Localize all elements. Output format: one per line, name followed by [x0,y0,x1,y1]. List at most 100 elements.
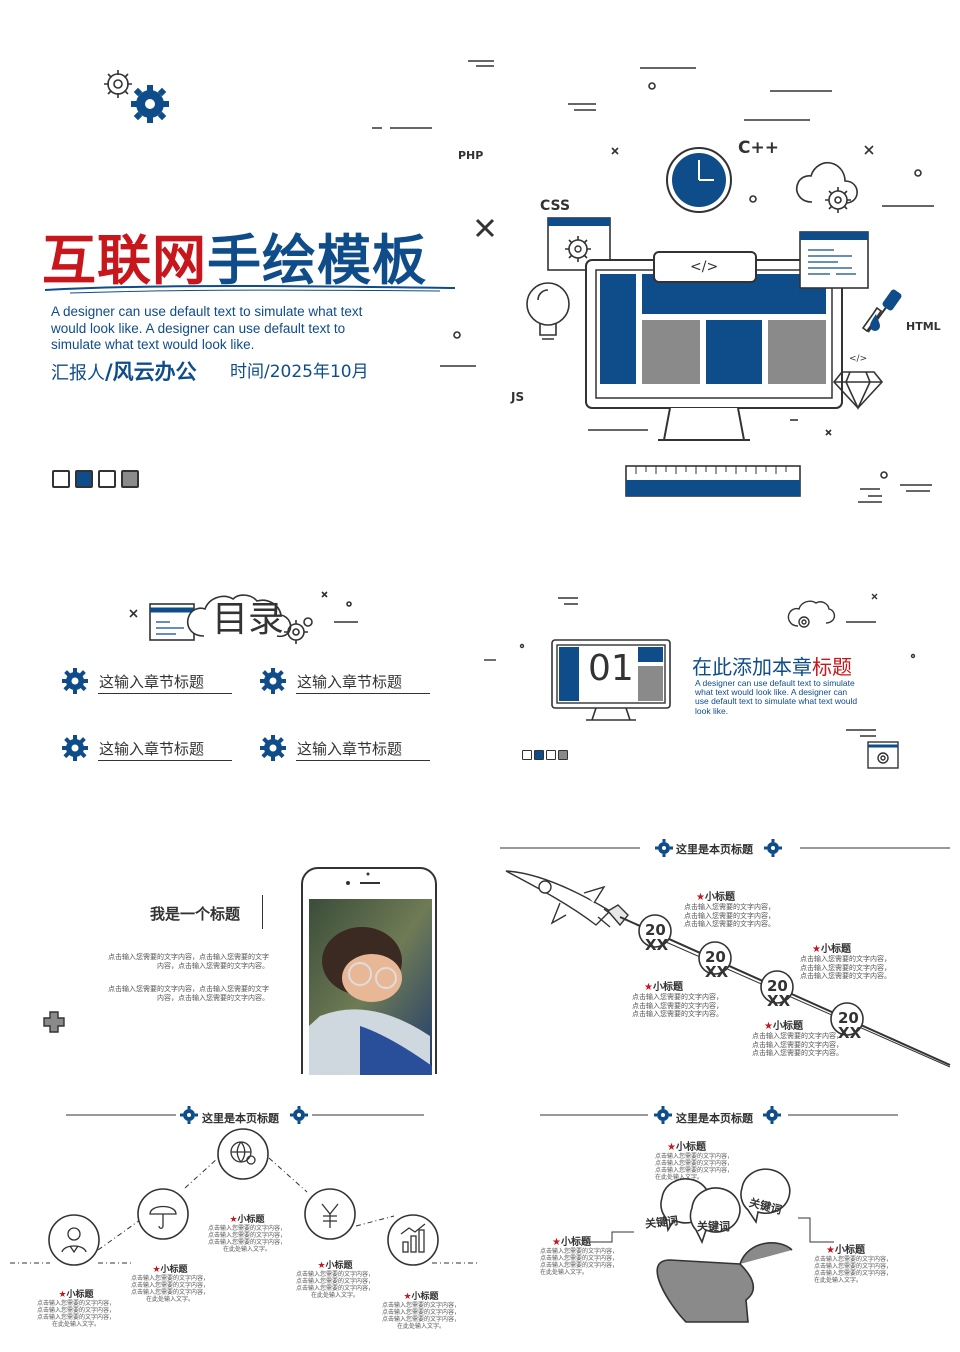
item-title: ★小标题 [552,1233,618,1248]
body-line: 点击输入您需要的文字内容， [131,1275,210,1282]
item-title: ★小标题 [208,1212,286,1225]
html-label: HTML [906,320,941,333]
body-line: 点击输入您需要的文字内容， [208,1239,287,1246]
body-line: 在此处输入文字。 [814,1277,863,1284]
subtitle-line: simulate what text would look like. [51,337,255,352]
year-top: 20 [838,1009,859,1027]
slide5-title: 这里是本页标题 [676,843,753,856]
item-title-text: 小标题 [237,1215,265,1225]
head-icon [656,1242,793,1323]
year-top: 20 [767,977,788,995]
php-label: PHP [458,149,484,162]
item-title-text: 小标题 [160,1265,188,1275]
network-item: ★小标题 点击输入您需要的文字内容， 点击输入您需要的文字内容， 点击输入您需要… [131,1262,209,1303]
bar-chart-icon [400,1223,426,1253]
body-line: 点击输入您需要的文字内容， [296,1278,375,1285]
desc-line: what text would look like. A designer ca… [695,687,848,698]
body-line: 点击输入您需要的文字内容， [382,1309,461,1316]
item-title: ★小标题 [644,978,723,993]
para-line: 点击输入您需要的文字内容，点击输入您需要的文字 [108,985,269,993]
monitor-icon [585,251,843,441]
desc-line: look like. [695,705,729,716]
chapter-title-blue: 在此添加本章 [692,655,812,679]
underline [98,693,232,694]
year-bottom: XX [645,936,669,954]
monitor-illustration [526,147,902,497]
gear-icon [260,735,286,761]
toc-title: 目录 [212,599,285,640]
body-line: 点击输入您需要的文字内容， [655,1153,734,1160]
speech-bubbles [660,1168,791,1245]
indicator-box-active [534,750,544,760]
indicator-box-gray [558,750,568,760]
chapter-title-red: 标题 [812,655,852,679]
indicator-box [98,470,116,488]
body-line: 在此处输入文字。 [311,1292,360,1299]
yen-icon [321,1203,339,1228]
body-line: 点击输入您需要的文字内容， [37,1314,116,1321]
body-line: 点击输入您需要的文字内容， [540,1255,619,1262]
lightbulb-icon [526,282,570,340]
keywords-graphics [540,1106,898,1323]
body-line: 点击输入您需要的文字内容， [632,1001,723,1010]
cloud-gear-icon [796,161,858,213]
item-title: ★小标题 [667,1138,733,1153]
body-line: 点击输入您需要的文字内容， [131,1282,210,1289]
item-title-text: 小标题 [834,1245,865,1256]
timeline-item: ★小标题 点击输入您需要的文字内容， 点击输入您需要的文字内容， 点击输入您需要… [684,888,775,929]
body-line: 点击输入您需要的文字内容， [684,903,775,911]
css-label: CSS [540,198,571,214]
timeline-item: ★小标题 点击输入您需要的文字内容， 点击输入您需要的文字内容， 点击输入您需要… [800,940,891,981]
phone-icon [301,867,437,1075]
star-icon: ★ [229,1215,238,1225]
person-icon [61,1227,87,1254]
js-label: JS [511,390,525,404]
clock-icon [666,147,732,213]
item-title: ★小标题 [131,1262,209,1275]
timeline-item: ★小标题 点击输入您需要的文字内容， 点击输入您需要的文字内容， 点击输入您需要… [752,1017,843,1058]
cpp-label: C++ [738,138,779,158]
item-title: ★小标题 [696,888,775,903]
title-divider [262,895,263,929]
cover-decorations [372,60,934,503]
gear-icon [260,668,286,694]
item-title-text: 小标题 [772,1021,803,1032]
star-icon: ★ [403,1292,412,1302]
code-tag: </> [690,259,719,275]
chapter-desc: A designer can use default text to simul… [695,678,857,716]
underline [296,760,430,761]
dropper-icon [861,289,902,333]
body-line: 点击输入您需要的文字内容， [131,1289,210,1296]
chapter-number: 01 [588,648,634,689]
gear-icon [62,735,88,761]
item-title-text: 小标题 [820,944,851,955]
body-line: 点击输入您需要的文字内容。 [632,1010,723,1018]
body-line: 点击输入您需要的文字内容， [752,1032,843,1040]
reporter-name: /风云办公 [105,360,197,384]
item-title-text: 小标题 [652,982,683,993]
body-line: 点击输入您需要的文字内容。 [752,1049,843,1057]
body-line: 点击输入您需要的文字内容， [632,993,723,1001]
body-line: 点击输入您需要的文字内容， [814,1256,893,1263]
indicator-box [546,750,556,760]
slide6-title: 这里是本页标题 [202,1112,279,1125]
network-item: ★小标题 点击输入您需要的文字内容， 点击输入您需要的文字内容， 点击输入您需要… [208,1212,286,1253]
star-icon: ★ [812,944,821,955]
body-line: 点击输入您需要的文字内容， [296,1285,375,1292]
body-line: 点击输入您需要的文字内容， [382,1316,461,1323]
cover-title: 互联网手绘模板 [42,216,427,295]
body-line: 在此处输入文字。 [52,1321,101,1328]
body-line: 点击输入您需要的文字内容， [208,1232,287,1239]
para-line: 点击输入您需要的文字内容，点击输入您需要的文字 [108,953,269,961]
toc-item-label: 这输入章节标题 [297,673,403,691]
timeline-graphics [500,839,951,1068]
gears-icon [104,70,169,123]
para-line: 内容，点击输入您需要的文字内容。 [157,993,269,1002]
body-line: 点击输入您需要的文字内容， [37,1307,116,1314]
reporter: 汇报人/风云办公 [51,356,197,386]
slide-indicator [522,750,568,760]
toc-item-label: 这输入章节标题 [99,673,205,691]
timeline-item: ★小标题 点击输入您需要的文字内容， 点击输入您需要的文字内容， 点击输入您需要… [632,978,723,1019]
year-bottom: XX [838,1024,862,1042]
